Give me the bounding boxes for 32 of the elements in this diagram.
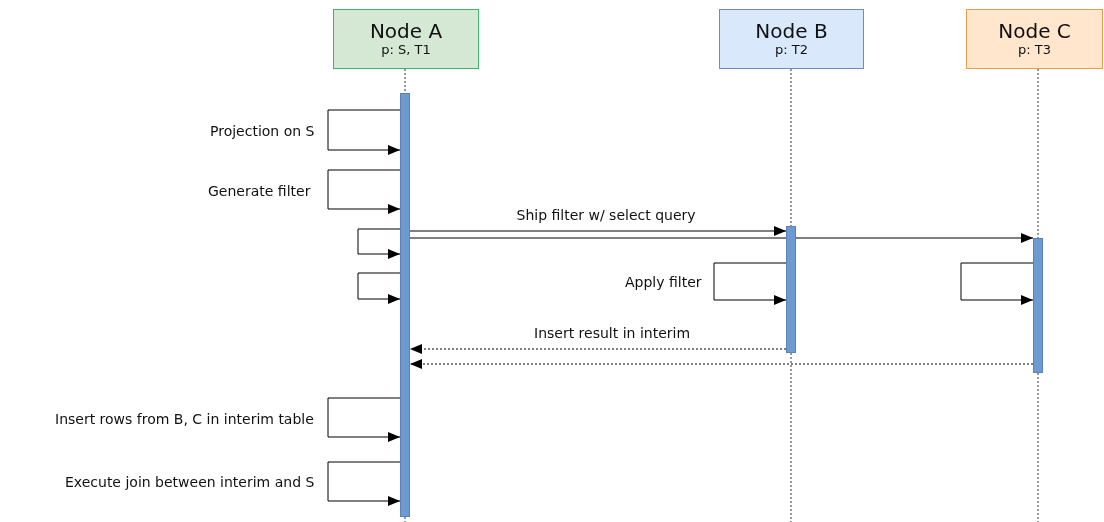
message-label: Projection on S	[208, 122, 317, 140]
lifeline	[404, 68, 406, 94]
activation-bar	[400, 93, 410, 517]
self-message-arrow	[327, 397, 401, 442]
participant-detail: p: T2	[775, 42, 808, 58]
participant-detail: p: S, T1	[381, 42, 431, 58]
participant-box	[966, 9, 1103, 69]
self-message-arrow	[357, 272, 401, 304]
participant-name: Node A	[369, 20, 443, 42]
return-arrow	[409, 344, 787, 354]
message-label: Insert rows from B, C in interim table	[53, 410, 316, 428]
message-label: Execute join between interim and S	[63, 473, 317, 491]
self-message-arrow	[357, 228, 401, 259]
message-label: Apply filter	[623, 273, 704, 291]
activation-bar	[1033, 238, 1043, 373]
participant-box	[719, 9, 864, 69]
message-arrow	[409, 233, 1034, 243]
lifeline	[1037, 68, 1039, 239]
participant-detail: p: T3	[1018, 42, 1051, 58]
message-label: Ship filter w/ select query	[514, 206, 698, 224]
activation-bar	[786, 226, 796, 353]
participant-name: Node C	[998, 20, 1071, 42]
participant-box	[333, 9, 479, 69]
self-message-arrow	[327, 169, 401, 214]
message-arrow	[409, 226, 787, 236]
self-message-arrow	[327, 461, 401, 506]
participant-name: Node B	[755, 20, 828, 42]
self-message-arrow	[960, 262, 1034, 305]
self-message-arrow	[713, 262, 787, 305]
return-arrow	[409, 359, 1034, 369]
self-message-arrow	[327, 109, 401, 155]
lifeline	[790, 68, 792, 227]
